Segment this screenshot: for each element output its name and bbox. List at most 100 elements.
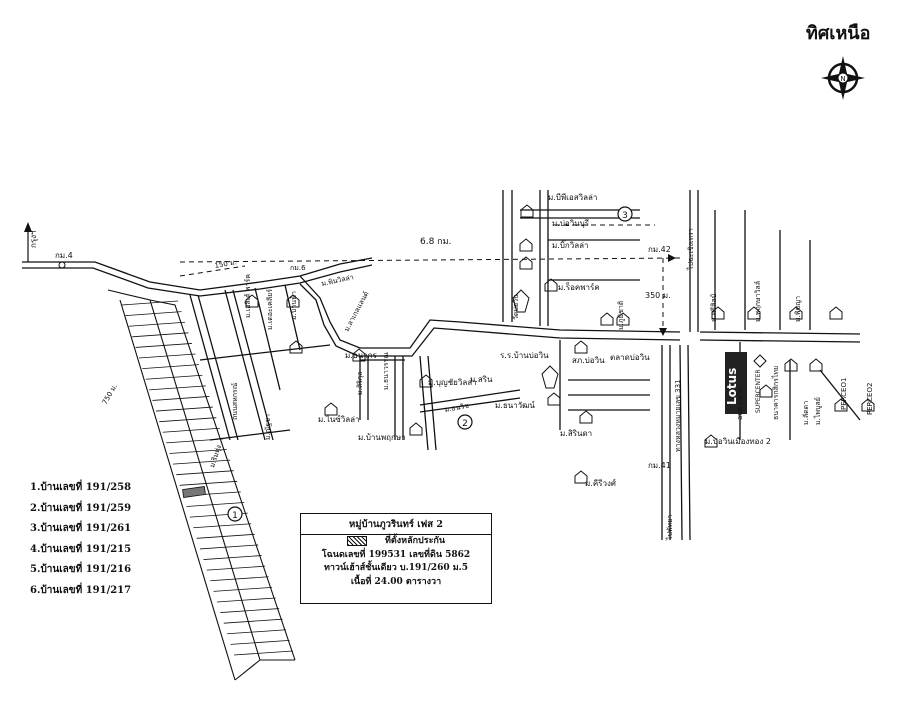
place-cityhall: อบต.บ่อวิน <box>736 387 744 420</box>
plot-divider <box>233 650 294 656</box>
subdivision-strip <box>107 289 296 681</box>
distance-350-label: 350 ม. <box>645 291 671 300</box>
place-ambassador: ม.บ่อวินเมืองทอง 2 <box>705 437 771 446</box>
to-chachoengsao: ไปฉะเชิงเทรา <box>686 228 695 271</box>
km41-label: กม.41 <box>648 461 671 470</box>
legend-item: 2.บ้านเลขที่ 191/259 <box>30 502 132 514</box>
house-icon <box>352 348 366 362</box>
property-highlight <box>182 486 206 498</box>
place-thanawat: ม.ธนาวัฒน์ <box>495 400 535 410</box>
place-pcc1: PERCEO1 <box>840 378 848 410</box>
plot-divider <box>159 417 217 423</box>
plot-divider <box>230 639 290 645</box>
plot-divider <box>121 300 179 306</box>
info-address: ทาวน์เฮ้าส์ชั้นเดียว บ.191/260 ม.5 <box>323 563 469 573</box>
place-sirikul: ม.สิริกุล <box>356 372 364 395</box>
place-natural: ม.ไพบูลย์ <box>813 397 822 425</box>
house-icon <box>600 312 614 326</box>
house-icon <box>579 410 593 424</box>
plot-divider <box>220 608 280 613</box>
house-icon <box>704 434 718 448</box>
plot-divider <box>125 311 182 317</box>
plot-divider <box>128 321 185 327</box>
plot-divider <box>186 502 245 507</box>
house-icons <box>245 204 875 484</box>
marker-2-label: 2 <box>462 419 468 429</box>
plot-divider <box>179 480 238 486</box>
km6-label: กม.6 <box>290 264 306 272</box>
place-pleasant: ม.ลัดดา <box>802 401 810 425</box>
place-thanawan: ม.ธนาวรรณ <box>382 352 390 390</box>
plot-divider <box>166 438 224 444</box>
plot-divider <box>138 353 196 359</box>
distance-68-label: 6.8 กม. <box>420 237 451 247</box>
info-collateral: ที่ตั้งหลักประกัน <box>384 536 446 546</box>
house-icon <box>616 312 630 326</box>
plot-divider <box>176 470 234 476</box>
house-icon <box>289 340 303 354</box>
plot-divider <box>172 459 231 465</box>
marker-1-label: 1 <box>232 511 238 521</box>
legend-item: 6.บ้านเลขที่ 191/217 <box>30 584 132 596</box>
house-icon <box>547 392 561 406</box>
north-title: ทิศเหนือ <box>806 23 871 44</box>
house-icon <box>419 374 433 388</box>
house-icon <box>574 470 588 484</box>
house-icon <box>245 294 259 308</box>
info-title: หมู่บ้านภูวรินทร์ เฟส 2 <box>301 514 491 535</box>
lotus-sub: SUPERCENTER <box>755 369 762 413</box>
house-icon <box>519 238 533 252</box>
hatch-swatch <box>346 535 367 546</box>
place-market: ตลาดบ่อวิน <box>610 353 650 362</box>
place-baan-sirin: ม.ริมทุ่ง <box>208 444 223 469</box>
place-km: ม.บ่อวินบุรี <box>552 219 590 228</box>
place-uniq: ม.บุญชัยวิลล่า <box>428 378 477 387</box>
place-fah: ม.บ้านฟ้า <box>290 291 298 320</box>
plot-divider <box>196 533 255 539</box>
plot-divider <box>145 374 203 380</box>
property-info-box: หมู่บ้านภูวรินทร์ เฟส 2 ที่ตั้งหลักประกั… <box>300 513 492 604</box>
house-icon <box>784 358 798 372</box>
place-phoomchart: ม.ภูมิชาติ <box>617 300 625 330</box>
place-big: ม.บิ๊กวิลล่า <box>552 239 589 250</box>
house-icon <box>324 402 338 416</box>
distance-750-label: 750 ม. <box>101 383 119 406</box>
road-label-north: กรุงฯ <box>29 230 38 248</box>
plot-divider <box>132 332 189 338</box>
distance-line <box>179 224 681 332</box>
place-khaokhiao: ม.คีรีวงศ์ <box>585 478 616 488</box>
plot-divider <box>200 544 259 550</box>
plot-divider <box>210 576 269 582</box>
place-police: สภ.บ่อวิน <box>572 356 605 365</box>
place-wat: วัดบ่อวิน <box>512 294 520 320</box>
place-sarin: ม.สริน <box>470 375 493 384</box>
highway-331: ทางหลวงหมายเลข 331 <box>674 379 682 452</box>
legend-item: 1.บ้านเลขที่ 191/258 <box>30 482 132 493</box>
main-road <box>22 257 373 297</box>
place-elite: ม.เอลิเต้ พาร์ค <box>244 274 252 318</box>
place-bankok: ธนาคารกสิกรไทย <box>771 366 780 420</box>
plot-divider <box>217 597 276 603</box>
left-arrow-icon <box>24 222 66 269</box>
temple-icon <box>512 289 559 389</box>
diamond-icon <box>753 354 767 368</box>
km4-label: กม.4 <box>55 251 73 260</box>
info-area: เนื้อที่ 24.00 ตารางวา <box>350 576 442 587</box>
house-icon <box>711 306 725 320</box>
place-lakeland: ม.ลาเกลแลนด์ <box>343 290 371 333</box>
house-number-legend: 1.บ้านเลขที่ 191/258 2.บ้านเลขที่ 191/25… <box>30 478 131 601</box>
place-sirisilp: ม.ศรีสิลป์ <box>710 293 718 322</box>
distance-150-label: 150 ม. <box>214 258 237 270</box>
to-pattaya: ไปพัทยา <box>665 515 674 541</box>
house-icon <box>544 278 558 292</box>
lotus-name: Lotus <box>725 368 739 405</box>
info-deed: โฉนดเลขที่ 199531 เลขที่ดิน 5862 <box>321 549 471 560</box>
plot-divider <box>206 565 266 571</box>
house-icon <box>286 294 300 308</box>
plot-divider <box>135 343 192 348</box>
house-icon <box>834 398 848 412</box>
legend-item: 4.บ้านเลขที่ 191/215 <box>30 543 132 555</box>
place-rock: ม.ร็อคพาร์ค <box>558 282 600 292</box>
lotus-logo <box>725 352 747 414</box>
